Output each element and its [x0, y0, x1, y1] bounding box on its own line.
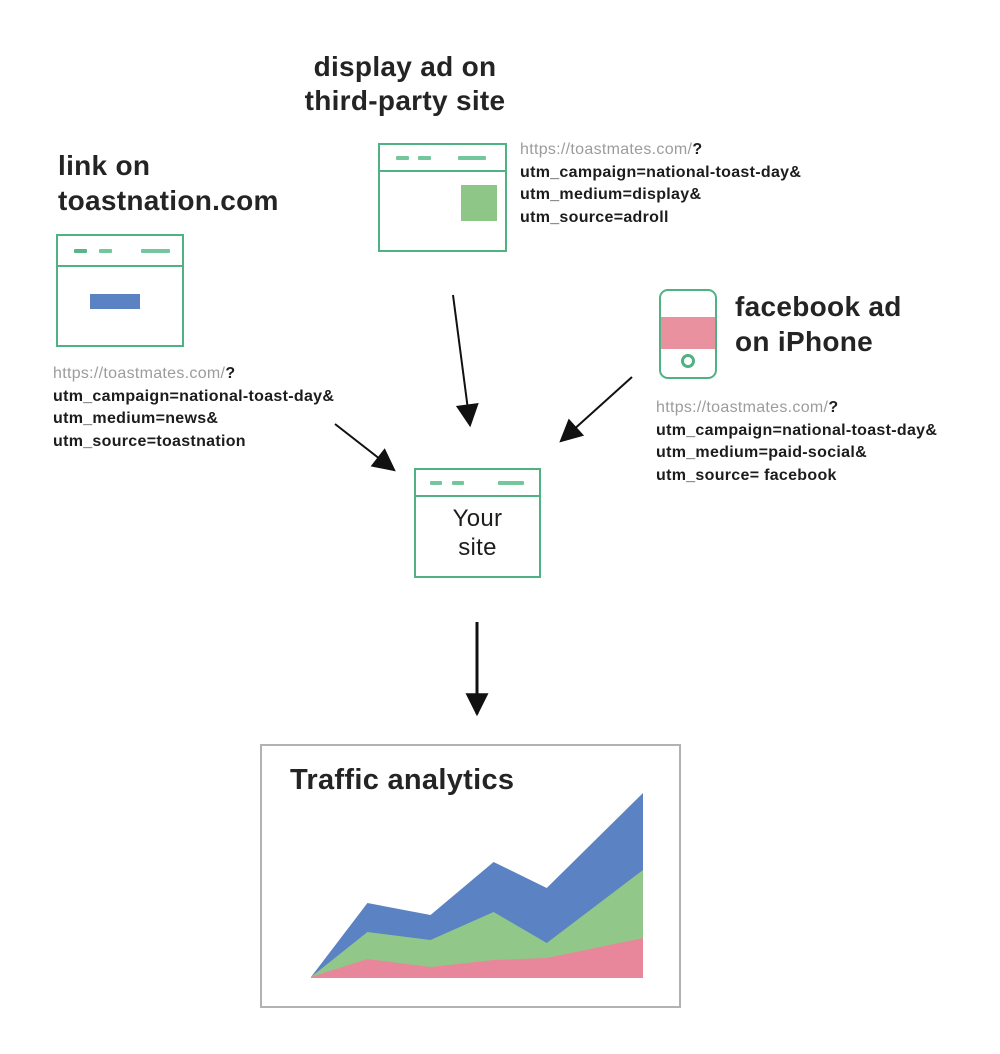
url-base: https://toastmates.com/	[520, 141, 693, 158]
display-ad-block	[461, 185, 497, 221]
facebook-url: https://toastmates.com/? utm_campaign=na…	[656, 397, 937, 487]
facebook-source-title: facebook ad on iPhone	[735, 289, 902, 359]
browser-dash-icon	[396, 156, 409, 160]
analytics-title: Traffic analytics	[290, 764, 515, 796]
utm-line: utm_campaign=national-toast-day&	[520, 163, 802, 181]
title-line: third-party site	[304, 85, 506, 116]
link-block	[90, 294, 140, 309]
utm-line: utm_medium=paid-social&	[656, 444, 867, 462]
url-query-marker: ?	[225, 365, 236, 382]
your-site-label: Your site	[416, 504, 539, 562]
browser-dash-icon	[430, 481, 442, 485]
browser-window-icon	[378, 143, 507, 252]
your-site-window: Your site	[414, 468, 541, 578]
utm-line: utm_source=adroll	[520, 208, 669, 226]
browser-dash-icon	[418, 156, 431, 160]
browser-dash-icon	[141, 249, 170, 253]
browser-window-icon	[56, 234, 184, 347]
title-line: toastnation.com	[58, 185, 279, 216]
url-query-marker: ?	[692, 141, 703, 158]
title-line: display ad on	[313, 51, 497, 82]
browser-dash-icon	[458, 156, 486, 160]
url-base: https://toastmates.com/	[656, 399, 829, 416]
utm-line: utm_medium=news&	[53, 410, 219, 428]
home-button-icon	[681, 354, 695, 368]
chart-area-green	[311, 870, 643, 978]
utm-line: utm_source=toastnation	[53, 432, 246, 450]
display-source-title: display ad on third-party site	[235, 50, 575, 118]
traffic-analytics-panel: Traffic analytics	[260, 744, 681, 1008]
utm-line: utm_campaign=national-toast-day&	[53, 387, 335, 405]
facebook-ad-band	[661, 317, 715, 349]
arrow-facebook-to-site	[559, 376, 633, 443]
display-url: https://toastmates.com/? utm_campaign=na…	[520, 139, 801, 229]
label-line: site	[458, 534, 497, 561]
url-line: https://toastmates.com/?	[656, 397, 937, 420]
arrow-display-to-site	[452, 294, 479, 428]
utm-line: utm_campaign=national-toast-day&	[656, 421, 938, 439]
browser-dash-icon	[452, 481, 464, 485]
browser-header	[416, 470, 539, 497]
title-line: on iPhone	[735, 326, 874, 357]
chart-area-pink	[311, 938, 643, 978]
utm-line: utm_source= facebook	[656, 466, 837, 484]
browser-header	[58, 236, 182, 267]
browser-header	[380, 145, 505, 172]
toastnation-source-title: link on toastnation.com	[58, 148, 279, 218]
arrow-toastnation-to-site	[334, 423, 396, 472]
stacked-area-chart	[311, 793, 643, 978]
browser-dash-icon	[74, 249, 87, 253]
browser-dash-icon	[99, 249, 112, 253]
utm-line: utm_medium=display&	[520, 186, 702, 204]
url-query-marker: ?	[828, 399, 839, 416]
title-line: link on	[58, 150, 151, 181]
url-base: https://toastmates.com/	[53, 365, 226, 382]
toastnation-url: https://toastmates.com/? utm_campaign=na…	[53, 363, 334, 453]
browser-dash-icon	[498, 481, 524, 485]
smartphone-icon	[659, 289, 717, 379]
url-line: https://toastmates.com/?	[520, 139, 801, 162]
url-line: https://toastmates.com/?	[53, 363, 334, 386]
chart-area-blue	[311, 793, 643, 978]
title-line: facebook ad	[735, 291, 902, 322]
label-line: Your	[452, 505, 503, 532]
